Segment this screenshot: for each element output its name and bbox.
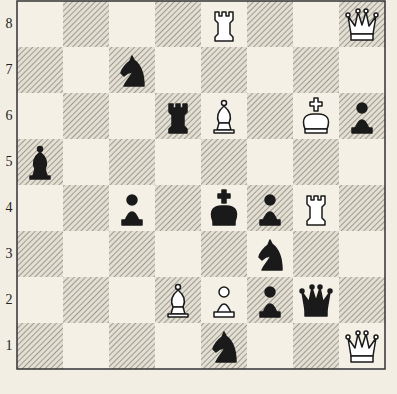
dark-square xyxy=(339,277,385,323)
light-square xyxy=(293,93,339,139)
light-square xyxy=(293,185,339,231)
rank-label: 3 xyxy=(1,246,17,262)
white-queen xyxy=(346,331,378,362)
rank-label: 1 xyxy=(1,338,17,354)
white-rook xyxy=(215,12,233,41)
black-pawn xyxy=(260,287,280,317)
dark-square xyxy=(293,231,339,277)
light-square xyxy=(155,231,201,277)
black-knight xyxy=(121,56,144,86)
black-bishop xyxy=(30,147,50,180)
dark-square xyxy=(155,93,201,139)
rank-label: 2 xyxy=(1,292,17,308)
dark-square xyxy=(17,231,63,277)
dark-square xyxy=(247,277,293,323)
black-rook xyxy=(169,104,187,133)
black-queen xyxy=(300,285,332,316)
dark-square xyxy=(293,47,339,93)
light-square xyxy=(247,323,293,369)
dark-square xyxy=(201,231,247,277)
light-square xyxy=(155,323,201,369)
light-square xyxy=(17,277,63,323)
dark-square xyxy=(109,231,155,277)
light-square xyxy=(63,323,109,369)
light-square xyxy=(17,185,63,231)
light-square xyxy=(201,1,247,47)
light-square xyxy=(339,47,385,93)
dark-square xyxy=(63,277,109,323)
black-pawn xyxy=(260,195,280,225)
white-queen xyxy=(346,9,378,40)
light-square xyxy=(63,231,109,277)
light-square xyxy=(339,139,385,185)
white-king xyxy=(303,98,328,133)
dark-square xyxy=(109,139,155,185)
light-square xyxy=(109,1,155,47)
light-square xyxy=(247,231,293,277)
rank-label: 4 xyxy=(1,200,17,216)
dark-square xyxy=(17,139,63,185)
dark-square xyxy=(155,185,201,231)
light-square xyxy=(247,47,293,93)
light-square xyxy=(155,139,201,185)
dark-square xyxy=(155,1,201,47)
rank-label: 6 xyxy=(1,108,17,124)
light-square xyxy=(109,93,155,139)
light-square xyxy=(293,277,339,323)
black-king xyxy=(211,190,236,225)
dark-square xyxy=(201,47,247,93)
dark-square xyxy=(17,47,63,93)
dark-square xyxy=(201,139,247,185)
light-square xyxy=(201,277,247,323)
white-rook xyxy=(307,196,325,225)
light-square xyxy=(155,47,201,93)
dark-square xyxy=(201,323,247,369)
light-square xyxy=(339,323,385,369)
light-square xyxy=(109,185,155,231)
dark-square xyxy=(63,185,109,231)
rank-label: 5 xyxy=(1,154,17,170)
dark-square xyxy=(247,93,293,139)
dark-square xyxy=(339,1,385,47)
light-square xyxy=(247,139,293,185)
dark-square xyxy=(63,1,109,47)
dark-square xyxy=(293,139,339,185)
white-bishop xyxy=(214,101,234,134)
light-square xyxy=(109,277,155,323)
light-square xyxy=(63,47,109,93)
black-pawn xyxy=(122,195,142,225)
light-square xyxy=(201,93,247,139)
dark-square xyxy=(247,1,293,47)
dark-square xyxy=(339,185,385,231)
white-pawn xyxy=(214,287,234,317)
dark-square xyxy=(247,185,293,231)
dark-square xyxy=(109,47,155,93)
light-square xyxy=(63,139,109,185)
rank-label: 7 xyxy=(1,62,17,78)
dark-square xyxy=(155,277,201,323)
light-square xyxy=(17,93,63,139)
light-square xyxy=(201,185,247,231)
white-bishop xyxy=(168,285,188,318)
rank-label: 8 xyxy=(1,16,17,32)
dark-square xyxy=(293,323,339,369)
dark-square xyxy=(63,93,109,139)
light-square xyxy=(293,1,339,47)
dark-square xyxy=(109,323,155,369)
light-square xyxy=(339,231,385,277)
black-pawn xyxy=(352,103,372,133)
dark-square xyxy=(339,93,385,139)
dark-square xyxy=(17,323,63,369)
black-knight xyxy=(259,240,282,270)
black-knight xyxy=(213,332,236,362)
light-square xyxy=(17,1,63,47)
